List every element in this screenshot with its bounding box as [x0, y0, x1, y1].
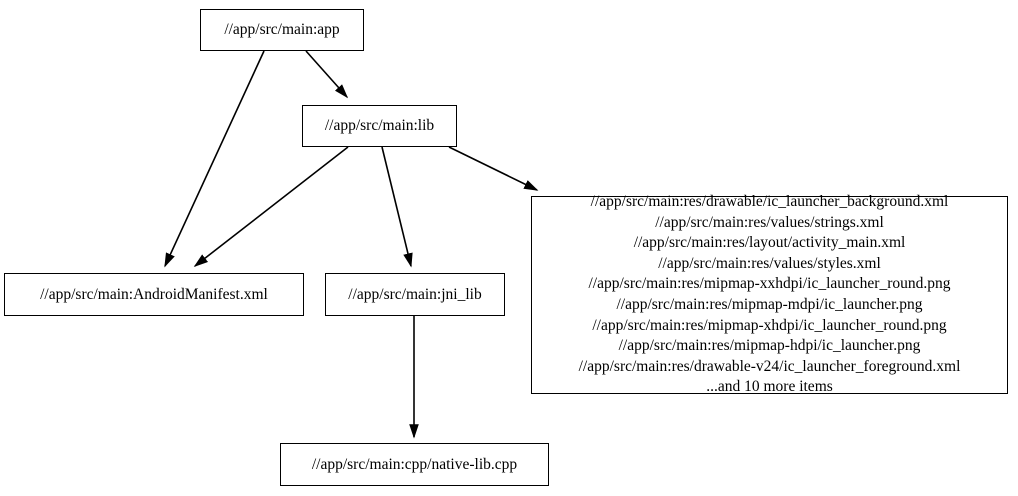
edge-app-to-androidmanifest [164, 50, 265, 268]
res-list-item: //app/src/main:res/drawable-v24/ic_launc… [578, 357, 961, 375]
edge-app-to-lib [305, 50, 349, 99]
graph-node-app-label: //app/src/main:app [224, 21, 340, 39]
graph-node-androidmanifest-label: //app/src/main:AndroidManifest.xml [40, 285, 268, 303]
res-list-item: //app/src/main:res/drawable/ic_launcher_… [590, 193, 949, 211]
graph-node-lib[interactable]: //app/src/main:lib [302, 105, 457, 147]
res-list-item: //app/src/main:res/mipmap-xhdpi/ic_launc… [592, 316, 947, 334]
graph-node-lib-label: //app/src/main:lib [324, 117, 435, 135]
edge-lib-to-res-list [448, 146, 539, 191]
graph-node-native-lib-cpp[interactable]: //app/src/main:cpp/native-lib.cpp [280, 443, 549, 486]
res-list-item: //app/src/main:res/mipmap-hdpi/ic_launch… [618, 337, 921, 355]
res-list-item: //app/src/main:res/mipmap-xxhdpi/ic_laun… [588, 275, 951, 293]
res-list-item: //app/src/main:res/values/strings.xml [655, 213, 884, 231]
edge-lib-to-jni-lib [381, 146, 413, 268]
graph-node-res-list[interactable]: //app/src/main:res/drawable/ic_launcher_… [531, 193, 1008, 395]
res-list-item: //app/src/main:res/layout/activity_main.… [633, 234, 906, 252]
graph-node-res-list-items: //app/src/main:res/drawable/ic_launcher_… [579, 192, 961, 398]
graph-node-androidmanifest[interactable]: //app/src/main:AndroidManifest.xml [4, 273, 304, 316]
graph-node-native-lib-cpp-label: //app/src/main:cpp/native-lib.cpp [311, 455, 518, 473]
edge-lib-to-androidmanifest [193, 146, 349, 267]
graph-node-app[interactable]: //app/src/main:app [200, 9, 364, 51]
res-list-item: //app/src/main:res/mipmap-mdpi/ic_launch… [616, 296, 923, 313]
res-list-more-items-label: ...and 10 more items [706, 378, 833, 396]
res-list-item: //app/src/main:res/values/styles.xml [658, 254, 881, 272]
graph-node-jni-lib[interactable]: //app/src/main:jni_lib [325, 273, 505, 316]
graph-node-jni-lib-label: //app/src/main:jni_lib [348, 285, 482, 303]
